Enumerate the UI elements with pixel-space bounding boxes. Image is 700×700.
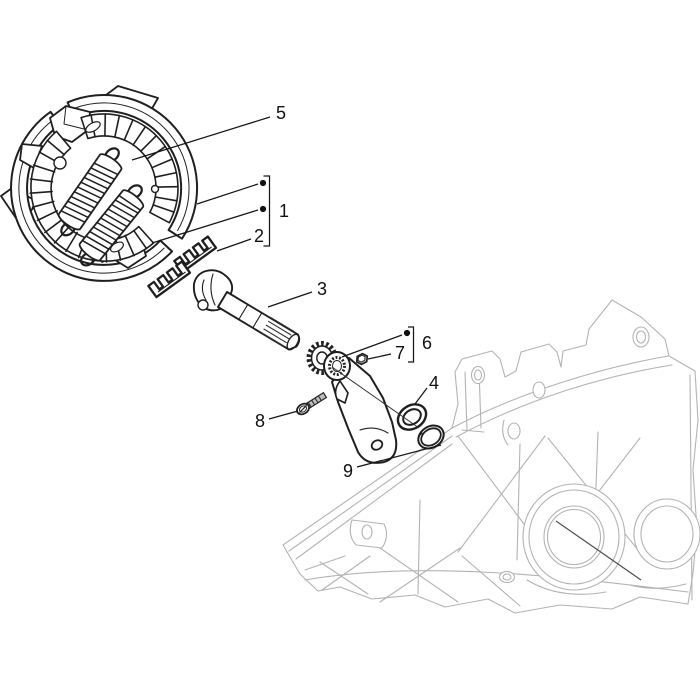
web-notch — [53, 156, 67, 170]
callout-label-8: 8 — [255, 411, 265, 431]
group-bracket-1 — [263, 175, 271, 247]
leader-dot-1a — [196, 183, 259, 205]
callout-label-4: 4 — [429, 373, 439, 393]
included-part-dot — [259, 179, 267, 187]
arm-body — [331, 357, 398, 464]
leader-2 — [216, 238, 252, 252]
secondary-bore — [633, 498, 700, 570]
brake-spring-lower — [78, 184, 145, 267]
crankcase-ghost — [282, 299, 700, 614]
fixing-bolt — [296, 391, 328, 416]
included-part-dot — [259, 205, 267, 213]
crankcase-bearing-bores — [522, 483, 700, 595]
main-bore-inner — [543, 505, 605, 569]
retainer-clip-upper — [173, 235, 218, 274]
spring-coils — [82, 194, 141, 255]
callout-label-6: 6 — [422, 333, 432, 353]
callout-label-9: 9 — [343, 461, 353, 481]
leader-7 — [367, 353, 392, 360]
brake-spring-upper — [57, 147, 123, 237]
callout-label-7: 7 — [395, 343, 405, 363]
flange-nut — [355, 352, 369, 366]
arm-indicator-tab — [334, 380, 349, 404]
leader-5 — [131, 116, 271, 161]
crankcase-silhouette — [282, 299, 699, 614]
retainer-clip-lower — [147, 260, 192, 299]
arm-foot-hole — [370, 439, 384, 451]
leader-8 — [268, 410, 299, 420]
group-dots — [259, 179, 411, 337]
spring-coils — [60, 162, 119, 223]
flat-washer — [396, 403, 428, 431]
callout-label-2: 2 — [254, 226, 264, 246]
axis-line-bore-segment — [555, 520, 642, 581]
callout-label-5: 5 — [276, 103, 286, 123]
axis-line-arm-segment — [331, 366, 420, 429]
callout-label-1: 1 — [279, 201, 289, 221]
callout-label-3: 3 — [317, 279, 327, 299]
group-bracket-6 — [408, 326, 415, 363]
leader-lines — [131, 116, 442, 468]
callouts: 5 1 2 3 6 7 4 8 9 — [131, 103, 442, 481]
leader-9 — [356, 444, 442, 468]
lower-shoe-band — [10, 110, 173, 282]
leader-4 — [414, 387, 428, 405]
cam-shaft-splines — [261, 316, 300, 351]
web-pivot-hole-right — [150, 184, 160, 194]
brake-shoe-assembly — [0, 85, 199, 282]
upper-shoe-web — [80, 113, 179, 224]
brake-camshaft — [192, 269, 301, 351]
crankcase-bosses — [349, 326, 650, 584]
leader-3 — [267, 291, 313, 308]
leader-dot-6 — [341, 334, 403, 358]
web-slot-upper — [85, 121, 101, 133]
upper-shoe-end-cap — [49, 105, 91, 143]
brake-arm — [323, 351, 398, 464]
upper-shoe-band — [66, 93, 199, 240]
web-slot-lower — [110, 241, 124, 253]
included-part-dot — [403, 329, 411, 337]
callout-labels: 5 1 2 3 6 7 4 8 9 — [254, 103, 439, 481]
leader-dot-1b — [151, 209, 259, 244]
cam-head-notch — [197, 299, 209, 311]
